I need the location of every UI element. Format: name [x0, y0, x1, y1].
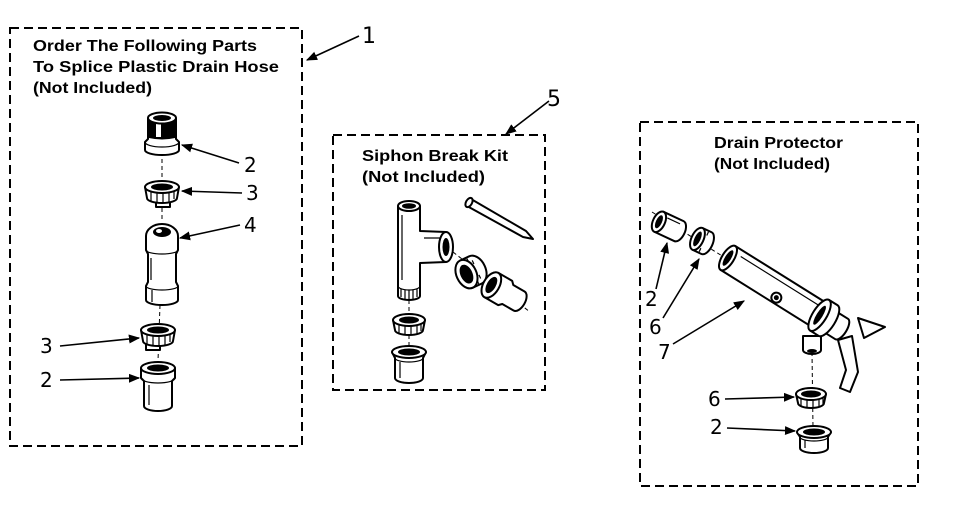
- siphon-break-kit-group: Siphon Break Kit (Not Included) 5: [332, 87, 561, 391]
- connector-dome-highlight: [156, 229, 162, 233]
- label-drain-part-6-lower: 6: [708, 387, 721, 411]
- cup-shading: [799, 436, 829, 448]
- drain-protector-lever: [837, 335, 859, 393]
- leader-part-4: [178, 224, 241, 241]
- label-drain-part-7: 7: [658, 340, 671, 364]
- coupling-shading: [149, 121, 175, 140]
- clamp-ring-part-3-upper: [144, 180, 180, 208]
- coupling-band: [144, 141, 180, 148]
- coupling-part-2-lower: [140, 361, 176, 412]
- drain-cup-part-2-lower: [796, 425, 832, 454]
- label-part-2-upper: 2: [244, 153, 257, 177]
- connector-bands: [145, 249, 179, 302]
- connector-body: [145, 223, 179, 306]
- tee-shading: [397, 215, 440, 300]
- tube-collar-shading: [813, 305, 826, 325]
- drain-ring-part-6-lower: [795, 387, 827, 409]
- splice-kit-group: Order The Following Parts To Splice Plas…: [9, 24, 376, 447]
- siphon-break-kit-callout-number: 5: [547, 87, 561, 112]
- siphon-break-kit-title: Siphon Break Kit: [362, 148, 509, 165]
- splice-kit-title-line-1: Order The Following Parts: [33, 38, 257, 55]
- leader-part-3-lower: [59, 334, 141, 347]
- leader-part-3-upper: [180, 186, 243, 196]
- drain-protector-title: Drain Protector: [714, 135, 843, 152]
- ring-opening: [693, 231, 702, 247]
- drain-cup-part-2-upper: [650, 210, 687, 243]
- splice-kit-title-line-2: To Splice Plastic Drain Hose: [33, 59, 279, 76]
- leader-drain-part-7: [672, 300, 745, 345]
- clamp-ring-ridges: [146, 333, 171, 346]
- cup-shading: [394, 357, 424, 378]
- leader-drain-part-2-lower: [726, 426, 797, 436]
- label-part-4: 4: [244, 213, 257, 237]
- drain-center-lines: [651, 211, 814, 429]
- tee-side-opening: [442, 238, 450, 256]
- siphon-lower-ring: [392, 313, 426, 336]
- cup-opening: [803, 428, 825, 436]
- siphon-cap: [480, 271, 528, 312]
- outlet-body: [802, 335, 822, 355]
- coupling-opening: [147, 364, 169, 372]
- cup-opening: [398, 348, 420, 356]
- connector-part-4: [145, 223, 179, 306]
- coupling-part-2-upper: [144, 111, 180, 156]
- siphon-break-kit-subtitle: (Not Included): [362, 169, 485, 186]
- ring-opening: [459, 264, 474, 284]
- cup-opening: [654, 215, 663, 229]
- drain-protector-subtitle: (Not Included): [714, 156, 830, 173]
- drain-protector-nozzle: [857, 317, 886, 339]
- cup-shading: [667, 217, 681, 225]
- lower-ring-ridges: [398, 323, 422, 335]
- tube-vent-hole-inner: [773, 295, 779, 301]
- splice-kit-callout-number: 1: [362, 24, 376, 49]
- drain-protector-tube-part-7: [718, 244, 851, 341]
- pin-shaft: [466, 198, 534, 240]
- ring-ridges: [800, 397, 824, 408]
- leader-drain-part-6-lower: [724, 392, 796, 402]
- label-drain-part-2-lower: 2: [710, 415, 723, 439]
- outlet-opening: [807, 349, 817, 353]
- drain-protector-group: Drain Protector (Not Included): [639, 121, 919, 487]
- siphon-pin: [464, 196, 534, 240]
- ring-opening: [801, 390, 821, 398]
- label-drain-part-2-upper: 2: [645, 287, 658, 311]
- siphon-break-kit-callout-leader: [505, 100, 550, 135]
- siphon-tee-fitting: [397, 200, 454, 301]
- pin-head: [464, 196, 474, 209]
- tube-shading: [740, 256, 821, 307]
- leader-drain-part-6-upper: [662, 258, 700, 319]
- leader-drain-part-2-upper: [655, 241, 670, 290]
- siphon-break-kit-box: [332, 134, 546, 391]
- coupling-opening: [153, 115, 171, 121]
- splice-kit-callout-leader: [305, 35, 360, 61]
- connector-dome-shading: [153, 227, 171, 237]
- clamp-ring-opening: [147, 326, 169, 334]
- label-part-3-lower: 3: [40, 334, 53, 358]
- cap-opening: [485, 276, 498, 294]
- leader-part-2-lower: [59, 373, 141, 383]
- siphon-cup: [391, 345, 427, 384]
- splice-kit-box: [9, 27, 303, 447]
- clamp-ring-part-3-lower: [140, 323, 176, 351]
- tee-top-opening: [402, 203, 416, 209]
- coupling-highlight: [156, 124, 161, 137]
- label-part-2-lower: 2: [40, 368, 53, 392]
- drain-ring-part-6-upper: [689, 226, 715, 256]
- drain-protector-outlet: [802, 335, 822, 355]
- clamp-ring-ridges: [150, 190, 175, 203]
- clamp-ring-opening: [151, 183, 173, 191]
- splice-kit-title-line-3: (Not Included): [33, 80, 152, 97]
- tube-end-opening: [722, 250, 734, 266]
- label-drain-part-6-upper: 6: [649, 315, 662, 339]
- lower-ring-opening: [399, 316, 419, 324]
- leader-part-2-upper: [180, 143, 240, 164]
- label-part-3-upper: 3: [246, 181, 259, 205]
- coupling-band: [140, 377, 176, 405]
